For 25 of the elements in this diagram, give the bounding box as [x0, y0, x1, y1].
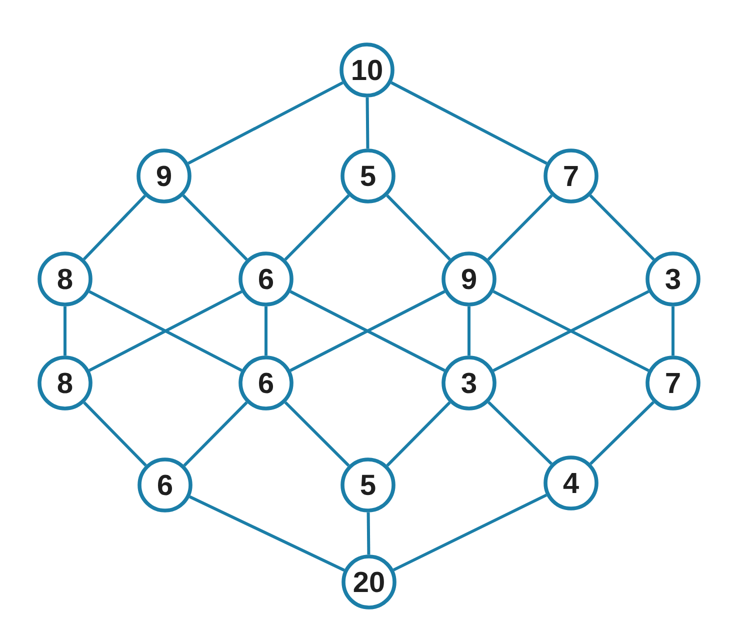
connector-line [390, 81, 548, 165]
crossing-connector [492, 290, 650, 372]
connector-line [284, 401, 350, 467]
crossing-connector [88, 290, 242, 372]
connector-line [284, 194, 350, 261]
connector-line [386, 401, 451, 467]
connector-line [392, 494, 548, 572]
connector-line [468, 306, 470, 356]
connector-line [589, 194, 655, 261]
connector-line [189, 495, 345, 572]
connector-line [182, 194, 248, 261]
crossing-connector [290, 290, 446, 372]
connector-line [488, 401, 552, 465]
connector-line [366, 512, 370, 555]
connector-line [590, 401, 654, 465]
connector-line [183, 401, 248, 467]
connector-line [264, 306, 268, 356]
connector-line [487, 194, 553, 261]
connector-line [672, 306, 674, 356]
connector-line [64, 306, 66, 356]
connector-line [83, 402, 147, 466]
connector-line [82, 194, 146, 260]
connector-line [188, 81, 344, 165]
connector-line [366, 97, 370, 149]
connector-line [386, 194, 451, 260]
